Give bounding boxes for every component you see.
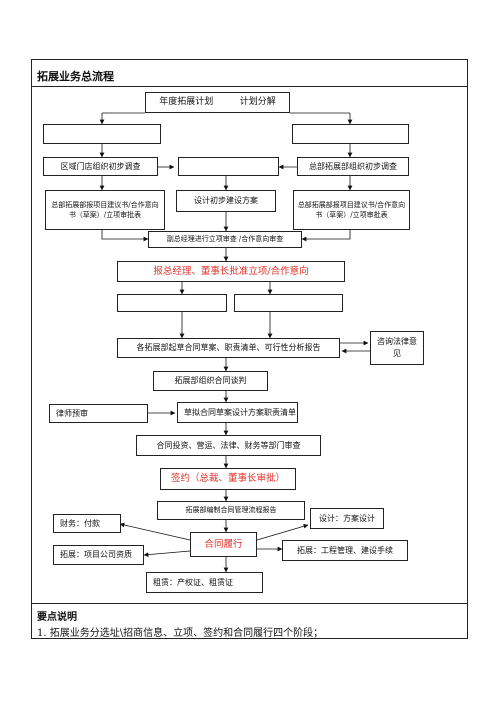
annual-plan-box: 年度拓展计划 计划分解 (145, 92, 290, 113)
title-divider (31, 86, 468, 87)
department-review-box: 合同投资、营运、法律、财务等部门审查 (136, 435, 321, 456)
project-company-box: 拓展：项目公司资质 (53, 545, 144, 565)
design-plan-box: 设计初步建设方案 (176, 190, 276, 212)
annual-plan-label: 年度拓展计划 (159, 96, 214, 107)
notes-heading: 要点说明 (37, 612, 77, 623)
note-item-1: 1. 拓展业务分选址\招商信息、立项、签约和合同履行四个阶段； (37, 628, 324, 639)
blank-box-center (178, 157, 279, 176)
project-proposal-box-left: 总部拓展部报项目建议书/合作意向书（草案）/立项审批表 (45, 190, 165, 230)
signing-box: 签约（总裁、董事长审批） (160, 468, 296, 490)
design-side-box: 设计：方案设计 (310, 508, 384, 529)
ceo-approval-box: 报总经理、董事长批准立项/合作意向 (117, 261, 345, 282)
management-report-box: 拓展部编制合同管理流程报告 (157, 501, 305, 520)
regional-survey-box: 区域门店组织初步调查 (43, 157, 158, 176)
plan-breakdown-label: 计划分解 (239, 96, 276, 107)
legal-consult-box: 咨询法律意 见 (370, 331, 433, 365)
negotiation-box: 拓展部组织合同谈判 (153, 371, 268, 391)
page-title: 拓展业务总流程 (37, 70, 114, 83)
vp-review-box: 副总经理进行立项审查 /合作意向审查 (148, 231, 302, 248)
draft-contract-box: 各拓展部起草合同草案、职责清单、可行性分析报告 (117, 338, 340, 358)
contract-performance-box: 合同履行 (190, 532, 257, 557)
engineering-box: 拓展：工程管理、建设手续 (282, 540, 408, 561)
blank-box-left (43, 124, 161, 144)
leasing-box: 租赁：产权证、租赁证 (146, 572, 263, 593)
blank-box-right (292, 124, 409, 144)
lawyer-review-box: 律师预审 (49, 404, 148, 423)
project-proposal-box-right: 总部拓展部报项目建议书/合作意向书（草案）/立项审批表 (293, 190, 410, 230)
finance-box: 财务：付款 (53, 514, 121, 533)
page-frame (31, 59, 468, 639)
blank-box-split-left (117, 294, 227, 312)
draft-design-box: 草拟合同草案设计方案职责清单 (177, 402, 298, 423)
notes-divider (31, 603, 468, 604)
hq-survey-box: 总部拓展部组织初步调查 (297, 157, 409, 176)
blank-box-split-right (234, 294, 343, 312)
